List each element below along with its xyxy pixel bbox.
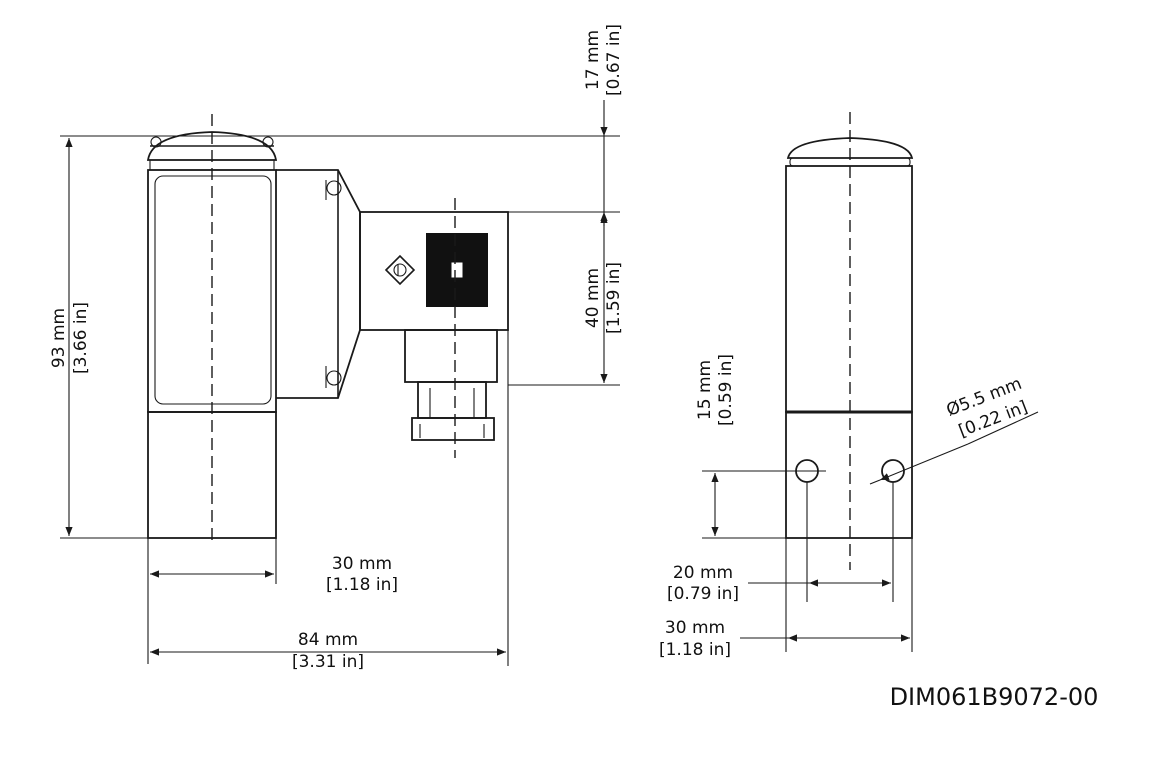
dim-93-mm: 93 mm bbox=[49, 308, 69, 368]
dim-side-30-in: [1.18 in] bbox=[659, 640, 731, 660]
dim-30-in: [1.18 in] bbox=[326, 575, 398, 595]
side-base bbox=[785, 411, 913, 539]
front-cable-gland bbox=[404, 329, 498, 383]
dim-17-in: [0.67 in] bbox=[604, 24, 624, 96]
side-coil-housing bbox=[785, 165, 913, 413]
dim-30-mm: 30 mm bbox=[332, 554, 392, 574]
side-dimensions: 15 mm [0.59 in] Ø5.5 mm [0.22 in] 20 mm … bbox=[659, 354, 1039, 660]
dim-17-mm: 17 mm bbox=[583, 30, 603, 90]
front-dimensions: 93 mm [3.66 in] 17 mm [0.67 in] 40 mm [1… bbox=[49, 24, 624, 672]
side-view bbox=[785, 112, 914, 570]
dim-93-in: [3.66 in] bbox=[71, 302, 91, 374]
dim-20-mm: 20 mm bbox=[673, 563, 733, 583]
dim-15-in: [0.59 in] bbox=[716, 354, 736, 426]
dim-40-mm: 40 mm bbox=[583, 268, 603, 328]
dim-84-in: [3.31 in] bbox=[292, 652, 364, 672]
dim-20-in: [0.79 in] bbox=[667, 584, 739, 604]
coil-symbol-icon bbox=[384, 254, 416, 286]
dim-15-mm: 15 mm bbox=[695, 360, 715, 420]
dim-40-in: [1.59 in] bbox=[604, 262, 624, 334]
drawing-code: DIM061B9072-00 bbox=[890, 683, 1099, 711]
dim-84-mm: 84 mm bbox=[298, 630, 358, 650]
hole-leader bbox=[967, 411, 1039, 445]
front-connector-housing bbox=[276, 169, 361, 399]
dim-side-30-mm: 30 mm bbox=[665, 618, 725, 638]
front-view bbox=[146, 114, 509, 540]
